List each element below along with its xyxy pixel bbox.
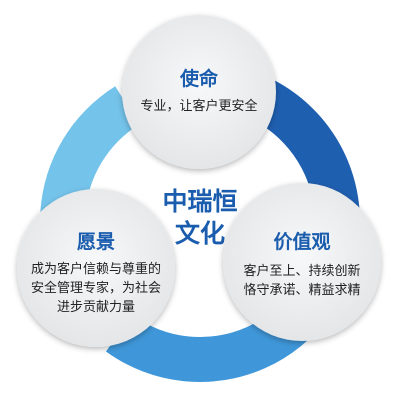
center-label: 中瑞恒 文化 <box>162 187 237 248</box>
values-title: 价值观 <box>273 230 330 253</box>
mission-node: 使命 专业，让客户更安全 <box>122 15 276 169</box>
values-circle <box>223 183 381 341</box>
values-text-line2: 恪守承诺、精益求精 <box>243 283 360 298</box>
vision-text-line1: 成为客户信赖与尊重的 <box>31 261 161 277</box>
mission-circle <box>122 15 276 169</box>
center-title-line2: 文化 <box>175 219 225 248</box>
vision-circle <box>17 189 175 347</box>
vision-text-line3: 进步贡献力量 <box>57 300 135 315</box>
center-title-line1: 中瑞恒 <box>162 187 237 216</box>
vision-title: 愿景 <box>77 231 115 253</box>
vision-node: 愿景 成为客户信赖与尊重的 安全管理专家，为社会 进步贡献力量 <box>17 189 175 347</box>
mission-text: 专业，让客户更安全 <box>140 98 257 114</box>
values-text-line1: 客户至上、持续创新 <box>243 263 360 279</box>
mission-title: 使命 <box>179 67 219 90</box>
values-node: 价值观 客户至上、持续创新 恪守承诺、精益求精 <box>223 183 381 341</box>
vision-text-line2: 安全管理专家，为社会 <box>31 280 161 296</box>
ring-segment-values <box>105 234 360 382</box>
